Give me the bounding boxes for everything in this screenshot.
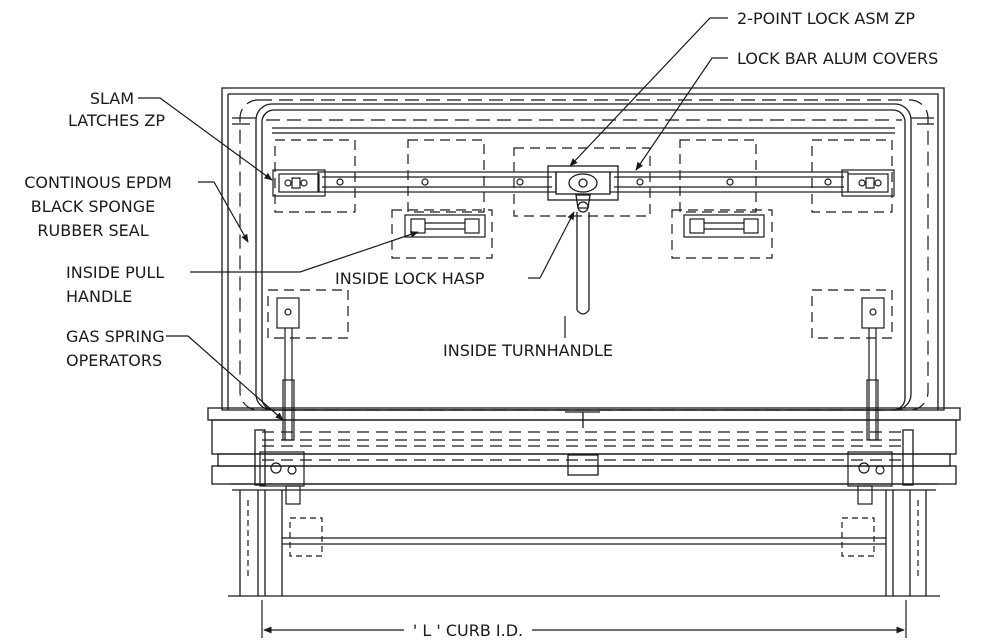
curb-dimension xyxy=(261,600,907,638)
callout-epdm-seal-line2: BLACK SPONGE xyxy=(30,197,156,216)
dimension-curb-label: ' L ' CURB I.D. xyxy=(408,620,528,641)
two-point-lock-assembly xyxy=(547,165,619,213)
callout-inside-turnhandle: INSIDE TURNHANDLE xyxy=(443,341,613,360)
curb-walls xyxy=(228,490,940,597)
callout-two-point-lock: 2-POINT LOCK ASM ZP xyxy=(737,9,916,28)
slam-latch-right xyxy=(841,169,895,197)
gas-spring-right xyxy=(861,297,885,441)
lid-dashed-outline xyxy=(239,99,929,411)
callout-slam-latches-line1: SLAM xyxy=(89,89,134,108)
pull-handle-right xyxy=(683,214,765,238)
inside-turnhandle xyxy=(576,212,590,315)
pull-handle-left xyxy=(404,214,486,238)
slam-latch-left xyxy=(272,169,326,197)
callout-lock-bar-covers: LOCK BAR ALUM COVERS xyxy=(737,49,939,68)
lid-frame xyxy=(221,87,945,411)
hinge-right xyxy=(847,451,893,505)
callout-pull-handle-line1: INSIDE PULL xyxy=(66,263,165,282)
callout-pull-handle-line2: HANDLE xyxy=(66,287,133,306)
callout-inside-lock-hasp: INSIDE LOCK HASP xyxy=(335,269,485,288)
leader-lines xyxy=(138,17,728,421)
hinge-left xyxy=(259,451,305,505)
hidden-outlines xyxy=(267,139,893,339)
callout-epdm-seal-line3: RUBBER SEAL xyxy=(37,221,149,240)
callout-slam-latches-line2: LATCHES ZP xyxy=(68,111,165,130)
curb-dashed-lines xyxy=(262,431,906,461)
gas-spring-left xyxy=(276,297,300,441)
callout-gas-spring-line1: GAS SPRING xyxy=(66,327,165,346)
lock-bar-left xyxy=(317,171,557,193)
callout-gas-spring-line2: OPERATORS xyxy=(66,351,163,370)
curb-frame xyxy=(207,407,961,491)
curb-brackets xyxy=(247,500,919,580)
callout-epdm-seal-line1: CONTINOUS EPDM xyxy=(24,173,172,192)
